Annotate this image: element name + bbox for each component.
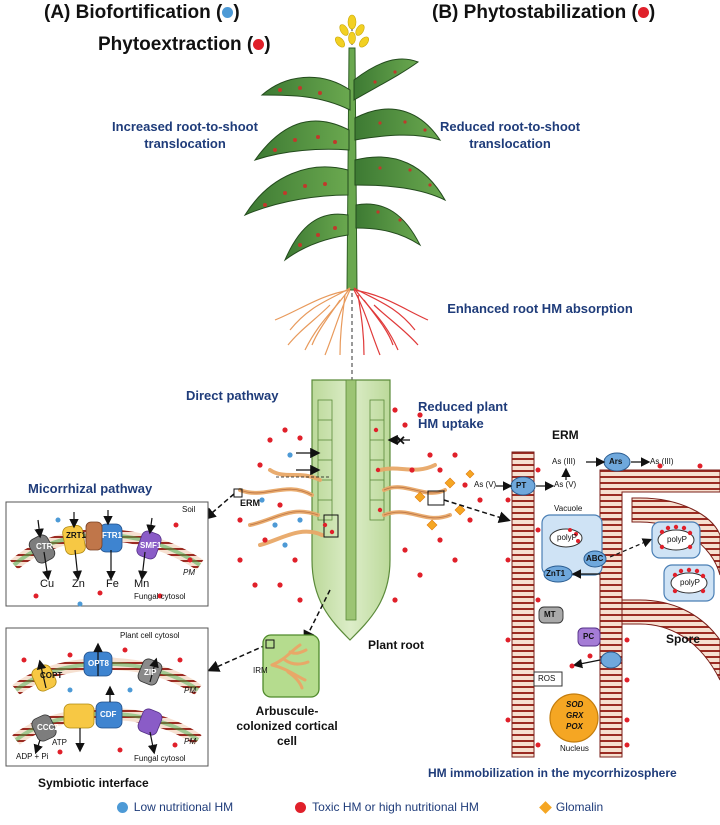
- legend-toxic: Toxic HM or high nutritional HM: [295, 800, 479, 814]
- fungal-cytosol-label-2: Fungal cytosol: [134, 754, 186, 763]
- fe-label: Fe: [106, 578, 119, 590]
- blue-dot-icon: [116, 801, 128, 813]
- as5-label-out: As (V): [474, 480, 497, 489]
- mycorrhizosphere-zoom-box: [427, 490, 445, 506]
- spore-label: Spore: [666, 632, 701, 646]
- header-a-sub-close: ): [264, 34, 271, 55]
- sod-label: SOD: [566, 700, 584, 709]
- erm-small-label: ERM: [240, 498, 260, 508]
- nucleus-label: Nucleus: [560, 744, 589, 753]
- smf1-transporter: SMF1: [140, 541, 162, 550]
- header-a: (A) Biofortification (): [44, 2, 240, 24]
- micorrhizal-panel: [5, 501, 209, 607]
- header-b-title: Phytostabilization (: [463, 2, 638, 23]
- as5-label-in: As (V): [554, 480, 577, 489]
- soil-label: Soil: [182, 505, 196, 514]
- symbiotic-panel: [5, 627, 209, 767]
- cu-label: Cu: [40, 578, 55, 590]
- header-a-label: (A): [44, 2, 71, 23]
- red-dot-icon: [253, 39, 265, 51]
- polyp-label-vacuole: polyP: [557, 533, 578, 542]
- arbuscule-cell-icon: [262, 634, 320, 698]
- ars-transporter: Ars: [609, 457, 623, 466]
- vacuole-label: Vacuole: [554, 504, 583, 513]
- hm-immobilization-caption: HM immobilization in the mycorrhizospher…: [428, 766, 677, 780]
- zrt1-transporter: ZRT1: [66, 531, 86, 540]
- copt-transporter: COPT: [40, 671, 63, 680]
- mt-label: MT: [544, 610, 556, 619]
- cdf-transporter: CDF: [100, 710, 117, 719]
- corn-plant-icon: [243, 14, 447, 291]
- plant-cell-cytosol-label: Plant cell cytosol: [120, 631, 180, 640]
- erm-zoom-box: [233, 488, 243, 498]
- root-section-icon: ✕: [233, 379, 452, 641]
- legend-low: Low nutritional HM: [116, 800, 234, 814]
- polyp-label-spore-1: polyP: [667, 535, 688, 544]
- legend: Low nutritional HM Toxic HM or high nutr…: [0, 800, 720, 814]
- arbuscule-label: Arbuscule-colonized cortical cell: [236, 704, 338, 748]
- zip-transporter: ZIP: [144, 668, 157, 677]
- header-a-close: ): [233, 2, 240, 23]
- legend-low-label: Low nutritional HM: [133, 800, 234, 814]
- pox-label: POX: [566, 722, 583, 731]
- enhanced-absorption-note: Enhanced root HM absorption: [447, 301, 633, 316]
- abc-transporter: ABC: [586, 554, 604, 563]
- zn-label: Zn: [72, 578, 85, 590]
- plant-roots-icon: [274, 287, 429, 356]
- header-b: (B) Phytostabilization (): [432, 2, 655, 24]
- micorrhizal-title: Micorrhizal pathway: [28, 481, 153, 496]
- plant-root-label: Plant root: [368, 638, 424, 652]
- ftr1-transporter: FTR1: [102, 531, 122, 540]
- ccc2-transporter: CCC2: [37, 723, 59, 732]
- heavy-metal-dots: [237, 407, 483, 603]
- ctr-transporter: CTR: [36, 542, 53, 551]
- ros-label: ROS: [538, 674, 556, 683]
- pc-label: PC: [583, 632, 595, 641]
- legend-glomalin: Glomalin: [539, 800, 604, 814]
- znt1-transporter: ZnT1: [546, 569, 566, 578]
- adp-label: ADP + Pi: [16, 752, 49, 761]
- erm-label: ERM: [552, 428, 579, 442]
- pt-transporter: PT: [516, 481, 527, 490]
- legend-toxic-label: Toxic HM or high nutritional HM: [312, 800, 479, 814]
- reduced-uptake-label: Reduced plant HM uptake: [418, 399, 508, 431]
- irm-label: IRM: [253, 666, 268, 675]
- fungal-cytosol-label: Fungal cytosol: [134, 592, 186, 601]
- header-b-label: (B): [432, 2, 459, 23]
- header-a-sub-text: Phytoextraction (: [98, 34, 254, 55]
- diamond-icon: [539, 800, 552, 814]
- header-a-sub: Phytoextraction (): [98, 34, 271, 56]
- blue-dot-icon: [222, 7, 234, 19]
- pm-label: PM: [183, 568, 195, 577]
- mn-label: Mn: [134, 578, 150, 590]
- as3-label: As (III): [552, 457, 576, 466]
- erm-panel: [496, 451, 720, 758]
- as3-label-out: As (III): [650, 457, 674, 466]
- reduced-translocation-note: Reduced root-to-shoot translocation: [439, 119, 581, 151]
- direct-pathway-label: Direct pathway: [186, 388, 279, 403]
- red-dot-icon: [295, 801, 307, 813]
- opt8-transporter: OPT8: [88, 659, 109, 668]
- atp-label: ATP: [52, 738, 67, 747]
- header-b-close: ): [648, 2, 656, 23]
- pm-label-lower: PM: [184, 737, 196, 746]
- polyp-label-spore-2: polyP: [680, 578, 701, 587]
- red-dot-icon: [637, 7, 649, 19]
- pm-label-upper: PM: [184, 686, 196, 695]
- header-a-title: Biofortification (: [75, 2, 223, 23]
- increased-translocation-note: Increased root-to-shoot translocation: [112, 119, 258, 151]
- symbiotic-interface-caption: Symbiotic interface: [38, 776, 149, 790]
- legend-glomalin-label: Glomalin: [555, 800, 604, 814]
- grx-label: GRX: [566, 711, 584, 720]
- svg-text:✕: ✕: [395, 433, 406, 448]
